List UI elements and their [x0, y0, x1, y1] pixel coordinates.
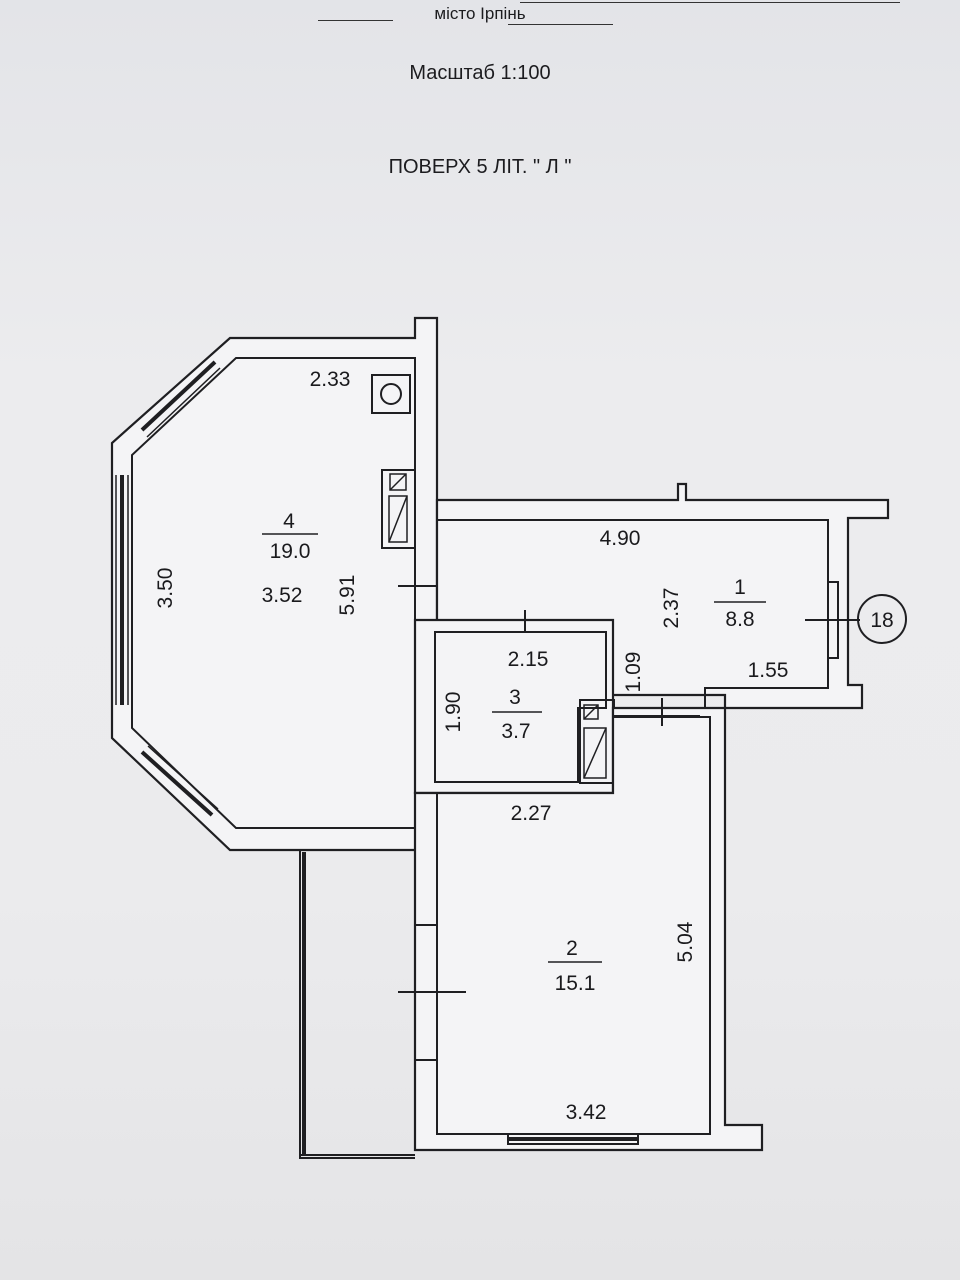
- header-rule-left: [318, 20, 393, 21]
- dim-r4-top: 2.33: [310, 368, 351, 391]
- dim-r1-bottom: 1.55: [748, 659, 789, 682]
- header-rule-right: [508, 24, 613, 25]
- dim-r3-width: 2.15: [508, 648, 549, 671]
- room-2-area: 15.1: [555, 972, 596, 995]
- dim-r1-height: 2.37: [660, 588, 683, 629]
- header-rule-top: [520, 2, 900, 3]
- room-1-area: 8.8: [725, 608, 754, 631]
- room-1-number: 1: [734, 576, 746, 599]
- entrance-marker: 18: [857, 594, 907, 644]
- balcony: [299, 849, 415, 1159]
- dim-r3-height: 1.90: [442, 692, 465, 733]
- window-room2-bottom: [507, 1133, 639, 1145]
- dim-r1-passage: 1.09: [622, 652, 645, 693]
- dim-r4-width: 3.52: [262, 584, 303, 607]
- floor-label: ПОВЕРХ 5 ЛІТ. " Л ": [388, 156, 572, 178]
- room-3-area: 3.7: [501, 720, 530, 743]
- stove-icon: [371, 374, 411, 414]
- dim-r4-window-wall: 3.50: [154, 568, 177, 609]
- scale-label: Масштаб 1:100: [409, 62, 551, 84]
- room-4-number: 4: [283, 510, 295, 533]
- dim-r1-length: 4.90: [600, 527, 641, 550]
- dim-r4-height: 5.91: [336, 575, 359, 616]
- window-bottom-diagonal: [140, 745, 219, 817]
- vent-shaft-room4-icon: [381, 469, 416, 549]
- room-3-number: 3: [509, 686, 521, 709]
- room-2-number: 2: [566, 937, 578, 960]
- city-label: місто Ірпінь: [434, 4, 526, 23]
- dim-r2-height: 5.04: [674, 921, 697, 962]
- dim-r2-top: 2.27: [511, 802, 552, 825]
- room-2-walls: [413, 706, 764, 1152]
- dim-r2-bottom: 3.42: [566, 1101, 607, 1124]
- svg-text:18: 18: [870, 609, 893, 632]
- window-top-diagonal: [140, 360, 221, 438]
- room-4-area: 19.0: [270, 540, 311, 563]
- window-left: [115, 475, 129, 705]
